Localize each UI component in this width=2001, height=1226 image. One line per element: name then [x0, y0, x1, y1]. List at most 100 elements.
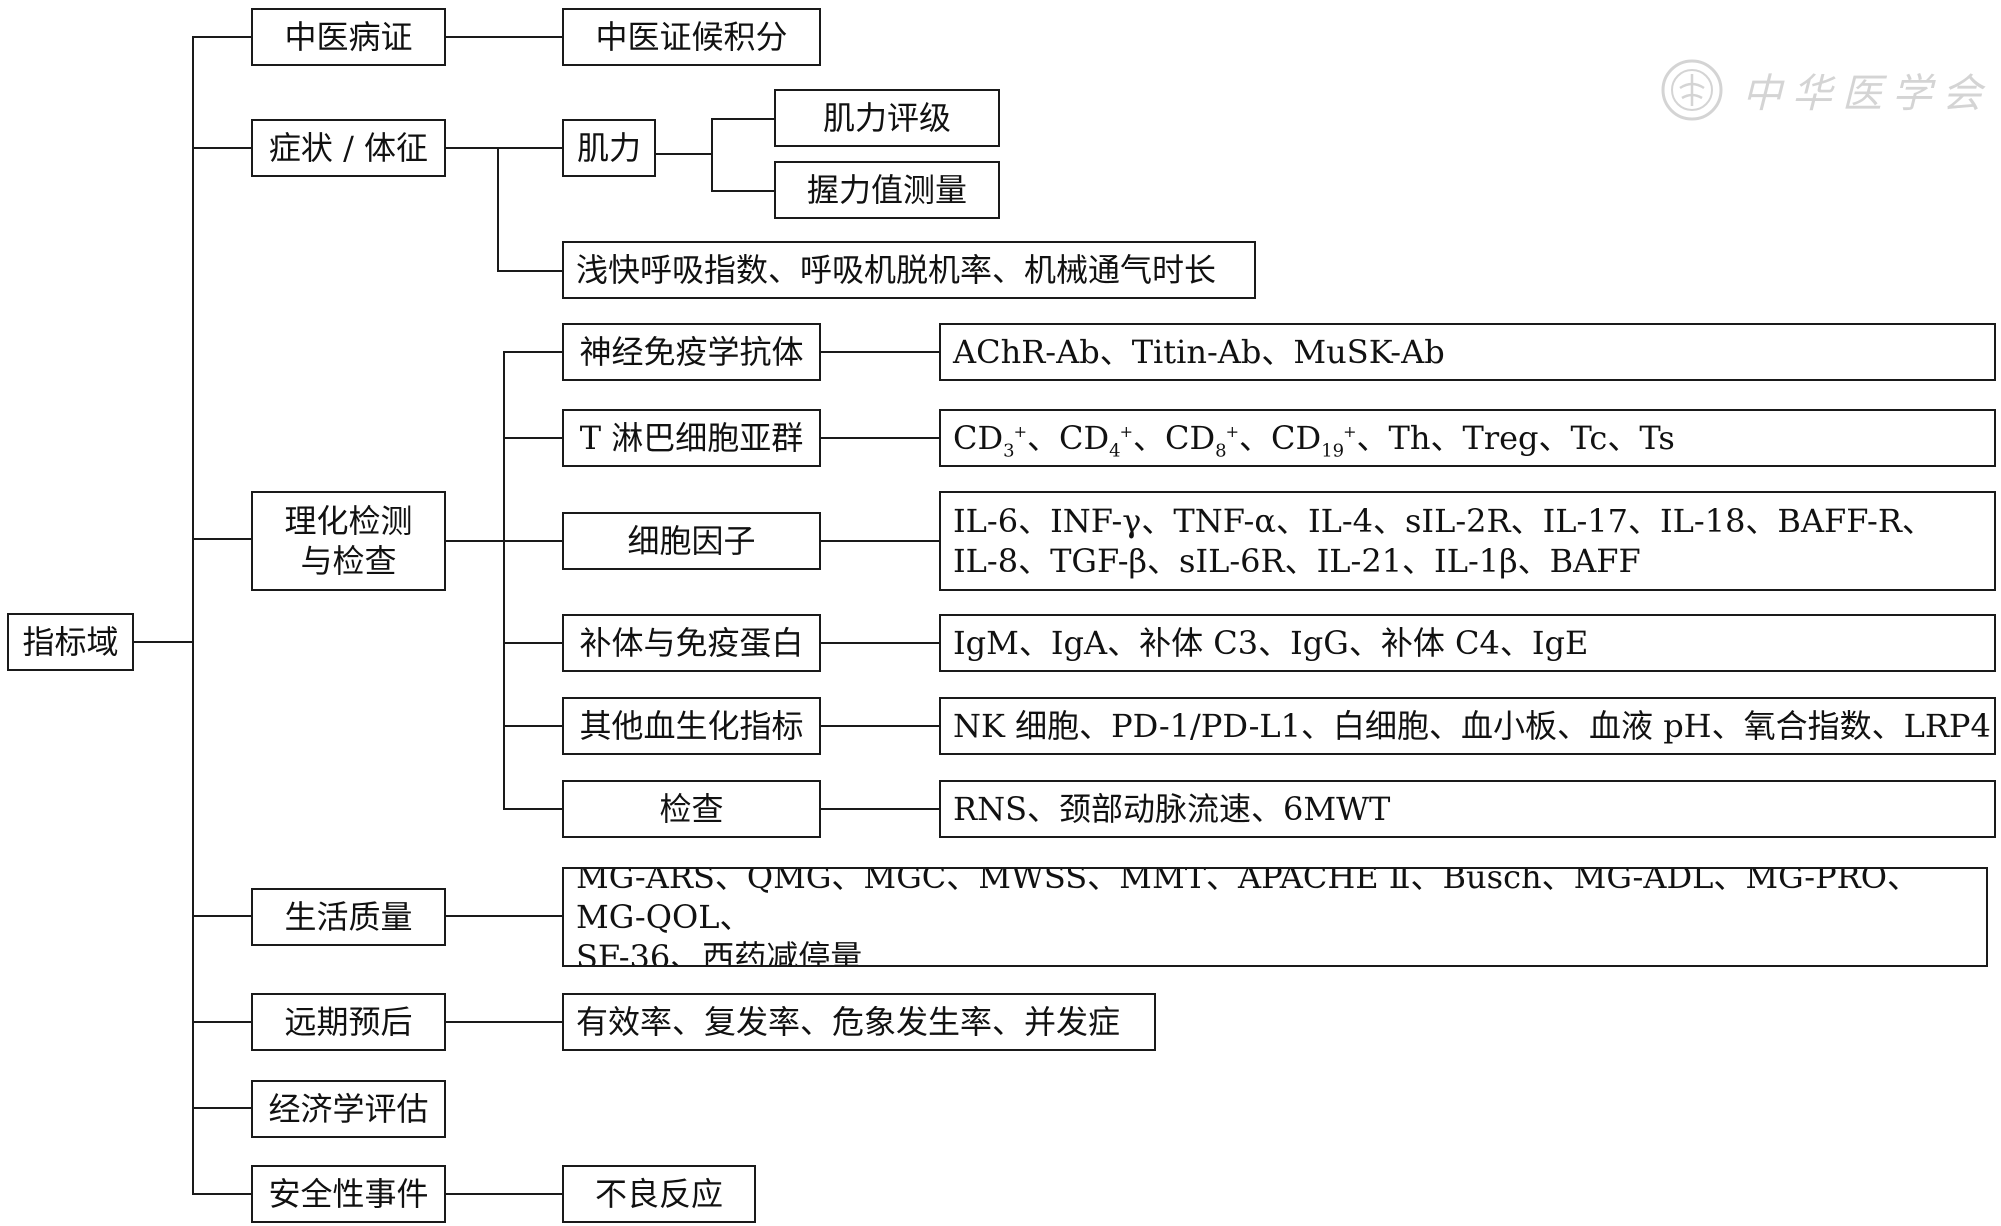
node-tcm-syndrome-score-label: 中医证候积分	[595, 18, 788, 56]
connector-line	[192, 147, 252, 149]
node-exam-items-label: RNS、颈部动脉流速、6MWT	[953, 790, 1391, 828]
node-complement-items-label: IgM、IgA、补体 C3、IgG、补体 C4、IgE	[953, 624, 1589, 662]
connector-line	[445, 1193, 563, 1195]
node-muscle-strength: 肌力	[562, 119, 656, 177]
node-prognosis-items-label: 有效率、复发率、危象发生率、并发症	[576, 1003, 1121, 1041]
t-cell-tail: Th、Treg、Tc、Ts	[1388, 419, 1675, 457]
node-cytokine-items: IL-6、INF-γ、TNF-α、IL-4、sIL-2R、IL-17、IL-18…	[939, 491, 1996, 591]
node-neuroimmune-antibodies: 神经免疫学抗体	[562, 323, 821, 381]
node-t-lymphocyte-subsets-label: T 淋巴细胞亚群	[579, 419, 804, 457]
connector-line	[503, 808, 563, 810]
node-economic-evaluation: 经济学评估	[251, 1080, 446, 1138]
node-examinations: 检查	[562, 780, 821, 838]
node-other-blood-biochem: 其他血生化指标	[562, 697, 821, 755]
node-cytokine-items-label: IL-6、INF-γ、TNF-α、IL-4、sIL-2R、IL-17、IL-18…	[953, 502, 1934, 580]
seal-icon	[1661, 59, 1723, 121]
node-lab-tests: 理化检测 与检查	[251, 491, 446, 591]
connector-line	[503, 351, 563, 353]
connector-line	[820, 642, 940, 644]
node-other-blood-items-label: NK 细胞、PD-1/PD-L1、白细胞、血小板、血液 pH、氧合指数、LRP4	[953, 707, 1991, 745]
cd8-marker: CD8+	[1165, 419, 1240, 462]
connector-line	[503, 725, 563, 727]
node-examinations-label: 检查	[659, 790, 724, 828]
publisher-watermark: 中华医学会	[1660, 58, 1992, 122]
node-prognosis-items: 有效率、复发率、危象发生率、并发症	[562, 993, 1156, 1051]
node-other-blood-items: NK 细胞、PD-1/PD-L1、白细胞、血小板、血液 pH、氧合指数、LRP4	[939, 697, 1996, 755]
connector-line	[192, 1021, 252, 1023]
cd19-marker: CD19+	[1271, 419, 1357, 462]
node-complement-immunoproteins-label: 补体与免疫蛋白	[579, 624, 804, 662]
node-muscle-grade-label: 肌力评级	[822, 99, 951, 137]
connector-line	[445, 147, 498, 149]
connector-line	[503, 642, 563, 644]
connector-line	[192, 915, 252, 917]
node-long-term-prognosis: 远期预后	[251, 993, 446, 1051]
node-symptoms-signs-label: 症状 / 体征	[268, 129, 429, 167]
connector-line	[497, 147, 499, 272]
connector-line	[820, 351, 940, 353]
node-adverse-reactions-label: 不良反应	[594, 1175, 723, 1213]
connector-line	[192, 36, 252, 38]
node-t-cell-items-label: CD3+、CD4+、CD8+、CD19+、Th、Treg、Tc、Ts	[953, 419, 1675, 462]
connector-line	[655, 153, 712, 155]
node-tcm-syndrome-score: 中医证候积分	[562, 8, 821, 66]
connector-line	[445, 915, 563, 917]
connector-line	[503, 351, 505, 810]
node-economic-evaluation-label: 经济学评估	[268, 1090, 429, 1128]
connector-line	[445, 1021, 563, 1023]
connector-line	[711, 118, 713, 192]
node-grip-strength: 握力值测量	[774, 161, 1000, 219]
connector-line	[192, 538, 252, 540]
watermark-text: 中华医学会	[1742, 71, 1992, 117]
connector-line	[711, 190, 775, 192]
node-symptoms-signs: 症状 / 体征	[251, 119, 446, 177]
node-t-cell-items: CD3+、CD4+、CD8+、CD19+、Th、Treg、Tc、Ts	[939, 409, 1996, 467]
node-muscle-grade: 肌力评级	[774, 89, 1000, 147]
node-cytokines: 细胞因子	[562, 512, 821, 570]
node-adverse-reactions: 不良反应	[562, 1165, 756, 1223]
connector-line	[503, 540, 563, 542]
connector-line	[497, 147, 563, 149]
node-t-lymphocyte-subsets: T 淋巴细胞亚群	[562, 409, 821, 467]
node-exam-items: RNS、颈部动脉流速、6MWT	[939, 780, 1996, 838]
node-muscle-strength-label: 肌力	[576, 129, 641, 167]
node-breathing-indices-label: 浅快呼吸指数、呼吸机脱机率、机械通气时长	[576, 251, 1217, 289]
node-long-term-prognosis-label: 远期预后	[284, 1003, 413, 1041]
node-grip-strength-label: 握力值测量	[806, 171, 967, 209]
node-quality-of-life: 生活质量	[251, 888, 446, 946]
connector-line	[711, 118, 775, 120]
node-other-blood-biochem-label: 其他血生化指标	[579, 707, 804, 745]
connector-line	[820, 725, 940, 727]
node-tcm-syndrome: 中医病证	[251, 8, 446, 66]
connector-line	[820, 540, 940, 542]
connector-line	[192, 1107, 252, 1109]
root-node: 指标域	[7, 613, 134, 671]
connector-line	[820, 437, 940, 439]
node-cytokines-label: 细胞因子	[627, 522, 756, 560]
connector-line	[503, 437, 563, 439]
cd3-marker: CD3+	[953, 419, 1027, 462]
node-lab-tests-label: 理化检测 与检查	[284, 502, 413, 580]
node-neuroimmune-antibodies-label: 神经免疫学抗体	[579, 333, 804, 371]
connector-line	[497, 270, 563, 272]
node-antibody-items: AChR-Ab、Titin-Ab、MuSK-Ab	[939, 323, 1996, 381]
root-node-label: 指标域	[22, 623, 119, 661]
node-complement-immunoproteins: 补体与免疫蛋白	[562, 614, 821, 672]
connector-line	[445, 36, 563, 38]
connector-line	[133, 641, 193, 643]
connector-line	[192, 1193, 252, 1195]
node-quality-of-life-label: 生活质量	[284, 898, 413, 936]
node-tcm-syndrome-label: 中医病证	[284, 18, 413, 56]
node-breathing-indices: 浅快呼吸指数、呼吸机脱机率、机械通气时长	[562, 241, 1256, 299]
node-quality-of-life-items-label: MG-ARS、QMG、MGC、MWSS、MMT、APACHE Ⅱ、Busch、M…	[576, 867, 1919, 967]
connector-line	[192, 36, 194, 1195]
connector-line	[445, 540, 504, 542]
node-safety-events: 安全性事件	[251, 1165, 446, 1223]
connector-line	[820, 808, 940, 810]
node-quality-of-life-items: MG-ARS、QMG、MGC、MWSS、MMT、APACHE Ⅱ、Busch、M…	[562, 867, 1988, 967]
node-complement-items: IgM、IgA、补体 C3、IgG、补体 C4、IgE	[939, 614, 1996, 672]
node-antibody-items-label: AChR-Ab、Titin-Ab、MuSK-Ab	[953, 333, 1445, 371]
cd4-marker: CD4+	[1059, 419, 1134, 462]
node-safety-events-label: 安全性事件	[268, 1175, 429, 1213]
